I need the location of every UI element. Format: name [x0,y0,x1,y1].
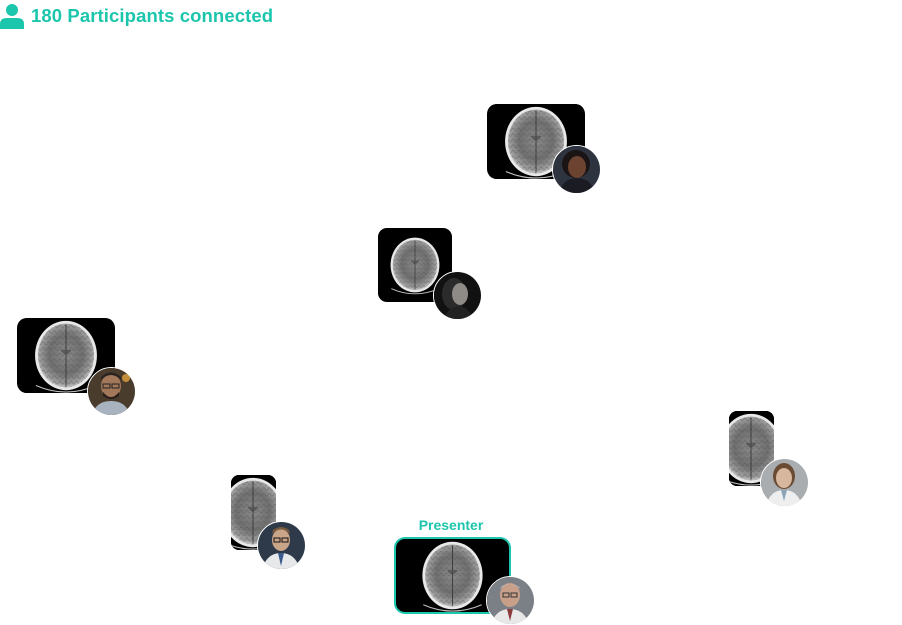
man-glasses-beard-avatar [88,368,135,415]
participants-header: 180 Participants connected [0,2,273,30]
woman-dark-hair-avatar [553,146,600,193]
participants-count: 180 Participants connected [31,5,274,26]
participant-avatar[interactable] [760,458,809,507]
participant-avatar[interactable] [433,271,482,320]
man-glasses-young-avatar [258,522,305,569]
presenter-avatar[interactable] [486,576,535,625]
woman-doctor-avatar [761,459,808,506]
participant-avatar[interactable] [552,145,601,194]
participant-avatar[interactable] [87,367,136,416]
participant-avatar[interactable] [257,521,306,570]
woman-profile-avatar [434,272,481,319]
presenter-label: Presenter [418,517,484,533]
older-man-doctor-avatar [487,577,534,624]
user-icon [0,4,24,29]
